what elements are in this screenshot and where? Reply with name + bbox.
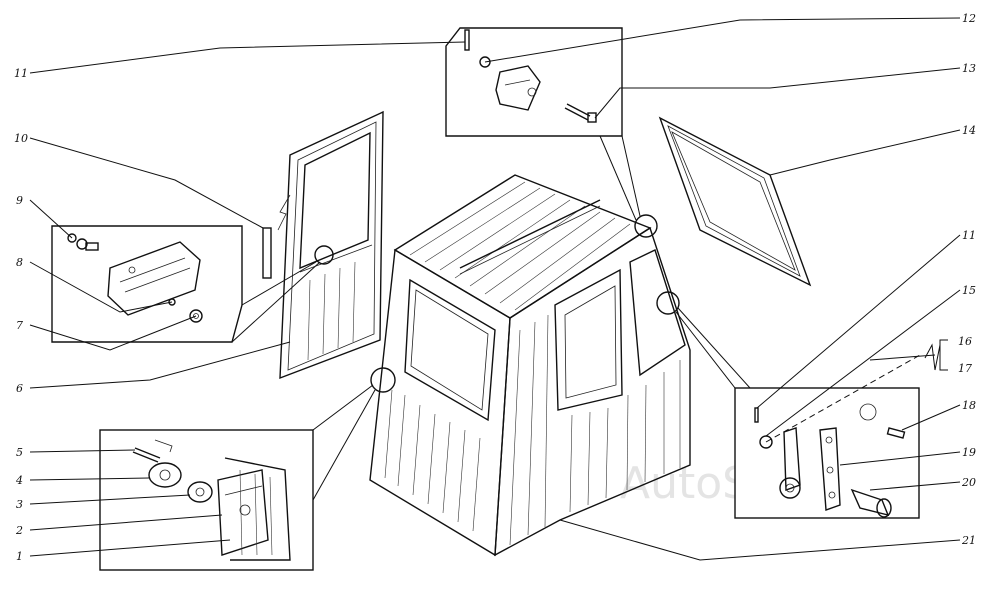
inset-lower-hinge xyxy=(99,429,314,571)
cab-side-window-front xyxy=(554,268,623,411)
detail-marker-latch xyxy=(656,291,680,315)
label-1: 1 xyxy=(16,550,23,563)
nut-part-7 xyxy=(189,309,203,323)
leader-lines xyxy=(29,17,961,561)
door-frame xyxy=(279,110,384,380)
label-21: 21 xyxy=(961,534,976,547)
label-15: 15 xyxy=(962,284,976,297)
striker-part-20 xyxy=(850,488,892,518)
detail-marker-hinge xyxy=(370,367,396,393)
label-16: 16 xyxy=(958,335,972,348)
label-18: 18 xyxy=(962,399,976,412)
washer-part-8 xyxy=(168,298,176,306)
label-20: 20 xyxy=(961,476,976,489)
latch-lever-part-16 xyxy=(779,427,801,499)
label-19: 19 xyxy=(962,446,976,459)
bolt-part-5 xyxy=(132,439,173,463)
cab-roof xyxy=(393,174,652,319)
label-7: 7 xyxy=(16,319,23,332)
door-window xyxy=(299,131,371,270)
detail-marker-roof-mount xyxy=(634,214,658,238)
door-rod xyxy=(262,227,272,279)
label-17: 17 xyxy=(958,362,972,375)
door-detail-marker xyxy=(314,245,334,265)
window-frame-part-14 xyxy=(658,116,812,287)
roof-rail xyxy=(459,199,601,269)
label-12: 12 xyxy=(962,12,976,25)
inset-roof-mount xyxy=(445,27,623,137)
pin-part-11-latch xyxy=(754,407,759,423)
washer-part-12 xyxy=(479,56,491,68)
detail-connectors xyxy=(231,135,921,501)
pin-part-11 xyxy=(464,29,470,51)
label-3: 3 xyxy=(16,498,23,511)
part-labels: 11 10 9 8 7 6 5 4 3 2 1 12 13 14 11 15 1… xyxy=(14,12,976,563)
label-14: 14 xyxy=(962,124,976,137)
label-9: 9 xyxy=(16,194,23,207)
inset-door-hinge xyxy=(51,225,243,343)
front-wall-ribs xyxy=(384,389,481,532)
plate-part-4 xyxy=(148,462,182,488)
roof-ribs xyxy=(409,181,631,311)
label-8: 8 xyxy=(16,256,23,269)
cab-side-window-rear xyxy=(629,249,686,377)
catch-part-17 xyxy=(859,403,877,421)
bracket-part-12 xyxy=(495,65,541,111)
label-2: 2 xyxy=(15,524,23,537)
cab-side-wall xyxy=(494,226,691,557)
label-6: 6 xyxy=(16,382,23,395)
hinge-leaf-part-2 xyxy=(217,469,269,556)
bolt-part-9 xyxy=(67,233,99,251)
label-13: 13 xyxy=(962,62,976,75)
hinge-bracket xyxy=(107,241,201,316)
label-11-top: 11 xyxy=(14,67,28,80)
label-10: 10 xyxy=(14,132,28,145)
label-11-right: 11 xyxy=(962,229,976,242)
latch-plate-part-19 xyxy=(819,427,841,511)
inset-door-latch xyxy=(734,387,920,519)
bushing-part-3 xyxy=(187,481,213,503)
cab-body xyxy=(369,174,691,557)
wall-section-part-1 xyxy=(224,457,291,561)
label-4: 4 xyxy=(15,474,23,487)
pin-part-18 xyxy=(886,427,906,439)
label-5: 5 xyxy=(16,446,23,459)
label-bracket-16-17 xyxy=(939,339,948,371)
side-wall-ribs xyxy=(509,314,681,546)
cab-front-window xyxy=(404,278,496,422)
cab-door xyxy=(262,110,384,380)
